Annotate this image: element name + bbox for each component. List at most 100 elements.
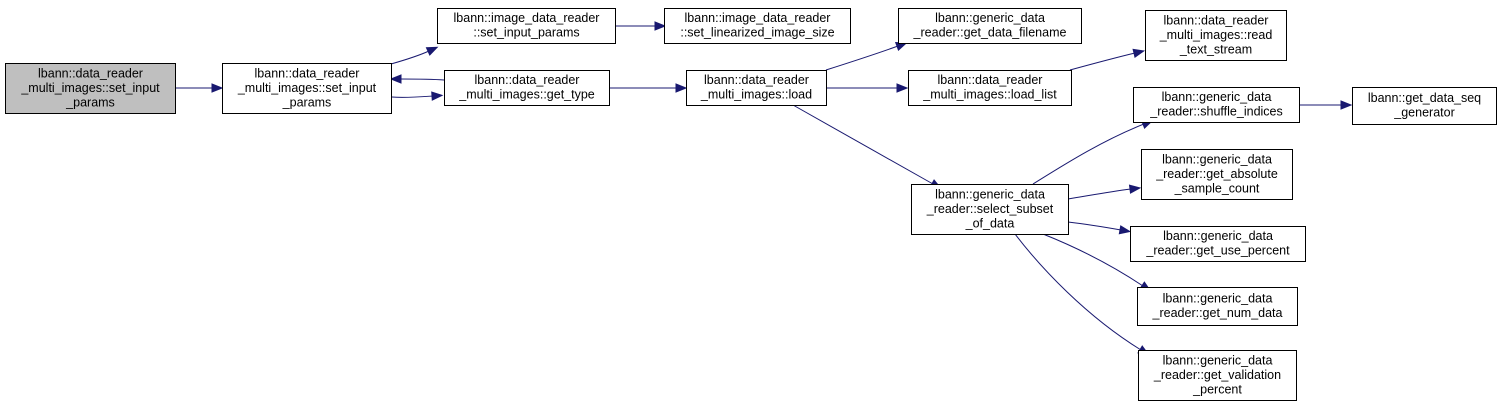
node-label-line: _params [65, 95, 115, 109]
node-label-line: _reader::get_absolute [1155, 167, 1278, 181]
nodes-layer: lbann::data_reader_multi_images::set_inp… [5, 8, 1497, 401]
node-box[interactable] [898, 8, 1082, 44]
node-get-data-seq[interactable]: lbann::get_data_seq_generator [1352, 87, 1497, 125]
node-shuffle-indices[interactable]: lbann::generic_data_reader::shuffle_indi… [1133, 87, 1300, 123]
node-label-line: _reader::get_num_data [1152, 306, 1283, 320]
edge-get_type-to-load [608, 83, 688, 93]
node-label-line: lbann::data_reader [704, 73, 809, 87]
node-label-line: ::set_input_params [473, 26, 579, 40]
node-box[interactable] [1145, 10, 1287, 61]
node-load-list[interactable]: lbann::data_reader_multi_images::load_li… [908, 70, 1072, 106]
node-label-line: _reader::get_validation [1153, 368, 1281, 382]
node-root[interactable]: lbann::data_reader_multi_images::set_inp… [5, 63, 176, 114]
arrowhead-icon [425, 46, 439, 56]
arrowhead-icon [1340, 100, 1353, 110]
node-label-line: _of_data [965, 216, 1015, 230]
edge-load-to-select_subset [792, 104, 943, 190]
node-get-validation[interactable]: lbann::generic_data_reader::get_validati… [1138, 350, 1297, 401]
node-label-line: _reader::select_subset [926, 202, 1054, 216]
node-label-line: ::set_linearized_image_size [680, 26, 834, 40]
node-label-line: _multi_images::set_input [20, 81, 160, 95]
edge-line [1032, 123, 1145, 185]
node-box[interactable] [908, 70, 1072, 106]
node-label-line: lbann::generic_data [1163, 229, 1273, 243]
arrowhead-icon [896, 83, 909, 93]
node-label-line: _multi_images::load [700, 88, 812, 102]
edges-layer [175, 21, 1353, 356]
node-label-line: _percent [1192, 382, 1242, 396]
node-box[interactable] [5, 63, 176, 114]
node-label-line: lbann::generic_data [1162, 152, 1272, 166]
node-label-line: lbann::data_reader [38, 66, 143, 80]
node-label-line: _multi_images::get_type [458, 88, 595, 102]
node-label-line: _multi_images::set_input [237, 81, 377, 95]
node-label-line: lbann::generic_data [935, 187, 1045, 201]
edge-set_input-to-get_type [391, 91, 444, 101]
node-label-line: lbann::image_data_reader [685, 11, 831, 25]
node-label-line: _generator [1393, 106, 1454, 120]
node-set-lin[interactable]: lbann::image_data_reader::set_linearized… [664, 8, 851, 44]
node-box[interactable] [1138, 350, 1297, 401]
node-label-line: _sample_count [1174, 181, 1260, 195]
node-label-line: lbann::get_data_seq [1368, 91, 1481, 105]
arrowhead-icon [431, 91, 444, 101]
edge-line [1069, 52, 1136, 71]
edge-line [391, 95, 434, 98]
edge-select_subset-to-get_use_percent [1067, 221, 1132, 235]
edge-line [1067, 188, 1132, 200]
node-get-num-data[interactable]: lbann::generic_data_reader::get_num_data [1137, 287, 1298, 326]
node-label-line: lbann::data_reader [1164, 13, 1269, 27]
node-box[interactable] [1130, 226, 1306, 262]
node-box[interactable] [1137, 287, 1298, 326]
node-get-abs[interactable]: lbann::generic_data_reader::get_absolute… [1141, 149, 1293, 200]
edge-select_subset-to-shuffle_indices [1032, 120, 1154, 185]
node-label-line: _params [282, 95, 332, 109]
node-box[interactable] [1352, 87, 1497, 125]
arrowhead-icon [1132, 48, 1146, 58]
edge-root-to-set_input [175, 83, 224, 93]
node-box[interactable] [664, 8, 851, 44]
arrowhead-icon [1118, 225, 1132, 235]
node-label-line: lbann::generic_data [1163, 292, 1273, 306]
node-label-line: lbann::data_reader [475, 73, 580, 87]
node-label-line: lbann::generic_data [935, 11, 1045, 25]
edge-line [792, 104, 934, 185]
node-get-type[interactable]: lbann::data_reader_multi_images::get_typ… [444, 70, 610, 106]
node-read-text-stream[interactable]: lbann::data_reader_multi_images::read_te… [1145, 10, 1287, 61]
node-box[interactable] [437, 8, 616, 44]
node-label-line: lbann::data_reader [938, 73, 1043, 87]
node-label-line: _multi_images::load_list [922, 88, 1057, 102]
edge-load_list-to-read_text_stream [1069, 48, 1146, 71]
arrowhead-icon [211, 83, 224, 93]
edge-load-to-get_data_filename [825, 42, 908, 71]
node-box[interactable] [222, 63, 392, 114]
node-label-line: _reader::get_use_percent [1145, 244, 1290, 258]
edge-line [399, 78, 445, 81]
node-box[interactable] [444, 70, 610, 106]
node-label-line: _reader::shuffle_indices [1149, 105, 1283, 119]
node-get-use-percent[interactable]: lbann::generic_data_reader::get_use_perc… [1130, 226, 1306, 262]
node-box[interactable] [1133, 87, 1300, 123]
node-load[interactable]: lbann::data_reader_multi_images::load [686, 70, 827, 106]
edge-line [1014, 233, 1142, 351]
edge-line [825, 45, 899, 71]
arrowhead-icon [1128, 184, 1142, 194]
node-box[interactable] [1141, 149, 1293, 200]
node-label-line: lbann::data_reader [255, 66, 360, 80]
edge-select_subset-to-get_abs [1067, 184, 1142, 200]
node-box[interactable] [911, 184, 1069, 235]
edge-select_subset-to-get_validation [1014, 233, 1150, 356]
edge-img_set_input-to-set_lin [615, 21, 667, 31]
arrowhead-icon [389, 74, 402, 84]
node-label-line: lbann::generic_data [1162, 90, 1272, 104]
node-select-subset[interactable]: lbann::generic_data_reader::select_subse… [911, 184, 1069, 235]
node-set-input[interactable]: lbann::data_reader_multi_images::set_inp… [222, 63, 392, 114]
arrowhead-icon [654, 21, 667, 31]
edge-line [1067, 221, 1122, 231]
edge-line [390, 50, 430, 65]
node-img-set-input[interactable]: lbann::image_data_reader::set_input_para… [437, 8, 616, 44]
node-box[interactable] [686, 70, 827, 106]
node-get-data-filename[interactable]: lbann::generic_data_reader::get_data_fil… [898, 8, 1082, 44]
edge-load-to-load_list [825, 83, 909, 93]
